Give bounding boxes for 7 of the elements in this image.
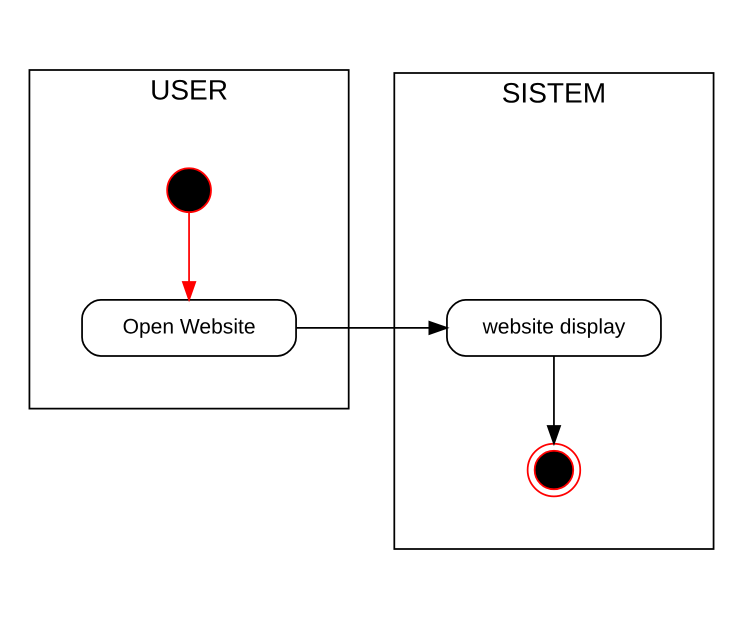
- node-circle: [526, 442, 582, 498]
- arrow: [296, 320, 450, 336]
- node-circle: [166, 167, 212, 214]
- node-box: website display: [446, 298, 662, 357]
- arrow: [182, 212, 196, 302]
- arrow: [546, 356, 562, 446]
- node-box: Open Website: [81, 298, 297, 357]
